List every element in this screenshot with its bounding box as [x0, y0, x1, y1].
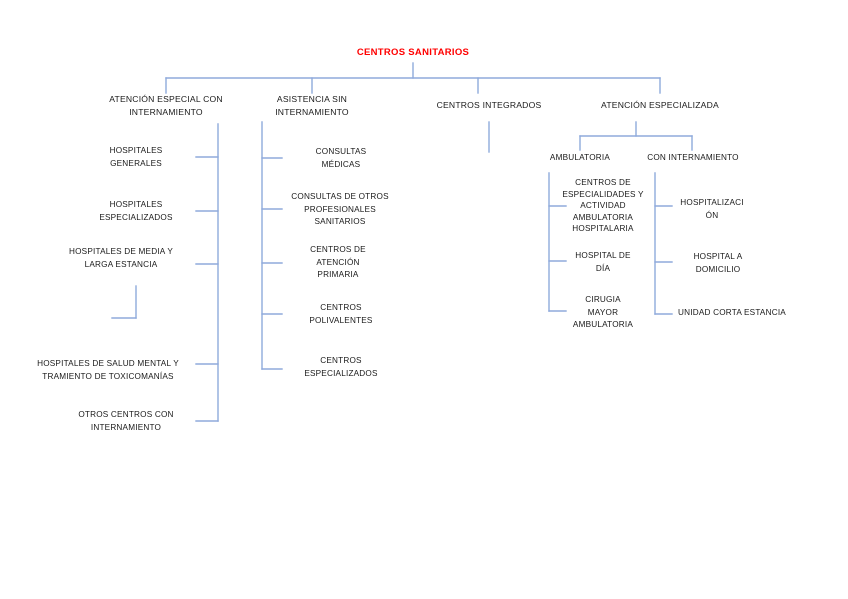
- leaf-consultas-otros-profesionales: CONSULTAS DE OTROS PROFESIONALES SANITAR…: [291, 192, 389, 226]
- leaf-hospitales-media-larga-estancia: HOSPITALES DE MEDIA Y LARGA ESTANCIA: [69, 247, 173, 269]
- root-node-centros-sanitarios: CENTROS SANITARIOS: [356, 47, 470, 58]
- leaf-centros-especialidades-actividad-ambulatoria: CENTROS DE ESPECIALIDADES Y ACTIVIDAD AM…: [562, 178, 644, 233]
- leaf-hospitalizacion: HOSPITALIZACI ÓN: [680, 198, 744, 220]
- leaf-hospitales-salud-mental: HOSPITALES DE SALUD MENTAL Y TRAMIENTO D…: [37, 359, 179, 381]
- subbranch-node-ambulatoria: AMBULATORIA: [549, 153, 611, 162]
- leaf-cirugia-mayor-ambulatoria: CIRUGIA MAYOR AMBULATORIA: [572, 295, 634, 329]
- leaf-centros-especializados: CENTROS ESPECIALIZADOS: [304, 356, 378, 378]
- leaf-consultas-medicas: CONSULTAS MÉDICAS: [315, 147, 367, 169]
- leaf-otros-centros-con-internamiento: OTROS CENTROS CON INTERNAMIENTO: [78, 410, 174, 432]
- subbranch-node-con-internamiento: CON INTERNAMIENTO: [647, 153, 739, 162]
- branch-node-centros-integrados: CENTROS INTEGRADOS: [436, 100, 542, 110]
- leaf-hospital-de-dia: HOSPITAL DE DÍA: [575, 251, 631, 273]
- leaf-unidad-corta-estancia: UNIDAD CORTA ESTANCIA: [678, 308, 786, 317]
- branch-node-asistencia-sin-internamiento: ASISTENCIA SIN INTERNAMIENTO: [275, 94, 349, 117]
- leaf-hospitales-especializados: HOSPITALES ESPECIALIZADOS: [99, 200, 173, 222]
- leaf-centros-polivalentes: CENTROS POLIVALENTES: [309, 303, 373, 325]
- leaf-hospital-a-domicilio: HOSPITAL A DOMICILIO: [693, 252, 743, 274]
- leaf-hospitales-generales: HOSPITALES GENERALES: [109, 146, 163, 168]
- branch-node-atencion-especial-con-internamiento: ATENCIÓN ESPECIAL CON INTERNAMIENTO: [109, 94, 223, 117]
- branch-node-atencion-especializada: ATENCIÓN ESPECIALIZADA: [601, 100, 719, 110]
- leaf-centros-atencion-primaria: CENTROS DE ATENCIÓN PRIMARIA: [310, 245, 366, 279]
